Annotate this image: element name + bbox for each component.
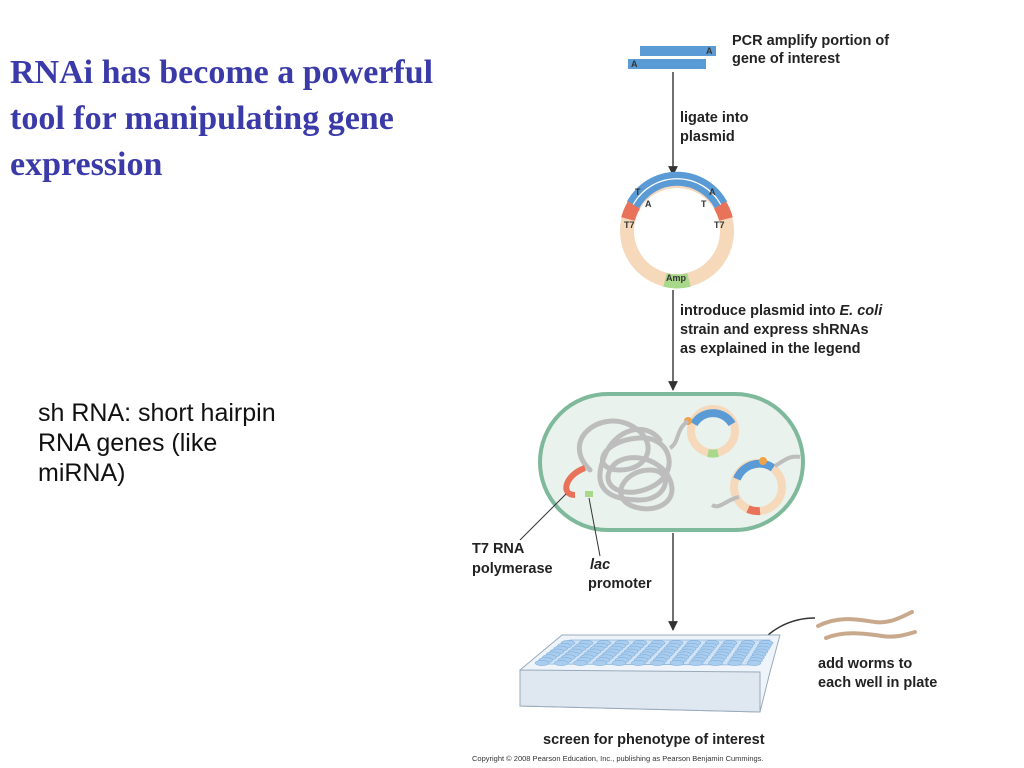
- plate-well: [631, 660, 646, 666]
- plate-wells: [534, 640, 774, 666]
- t7-promoter-left: [621, 201, 641, 221]
- add-worms-label: add worms to each well in plate: [818, 656, 937, 691]
- t7-promoter-right: [713, 201, 733, 221]
- subtitle-line-2: RNA genes (like: [38, 429, 218, 457]
- plate-well: [688, 660, 704, 666]
- ecoli-cell: [538, 392, 805, 532]
- subtitle-line-1: sh RNA: short hairpin: [38, 399, 276, 427]
- slide-title: RNAi has become a powerful tool for mani…: [10, 50, 520, 188]
- plate-well: [650, 660, 665, 666]
- plate-well: [708, 660, 723, 666]
- t7-polymerase-gene: [563, 465, 587, 498]
- lac-promoter-mark: [585, 491, 593, 497]
- dna-end-a-bottom: A: [631, 59, 638, 69]
- pcr-dna-fragment: A A: [628, 46, 716, 69]
- dna-bottom-strand: [628, 59, 706, 69]
- t7-polymerase-label: T7 RNA polymerase: [472, 541, 553, 577]
- plate-well: [669, 660, 685, 666]
- plate-well: [554, 660, 569, 666]
- plate-well: [592, 660, 608, 666]
- plasmid-t-right: T: [701, 199, 707, 209]
- plate-well: [573, 660, 588, 666]
- plasmid-amp: Amp: [666, 273, 687, 283]
- amp-marker: [663, 273, 691, 289]
- screen-label: screen for phenotype of interest: [543, 732, 765, 748]
- title-line-2: tool for manipulating gene: [10, 100, 394, 137]
- copyright-notice: Copyright © 2008 Pearson Education, Inc.…: [472, 754, 764, 763]
- plate-well: [534, 660, 550, 666]
- step1-label: PCR amplify portion of gene of interest: [732, 33, 893, 67]
- dna-end-a-top: A: [706, 46, 713, 56]
- title-line-3: expression: [10, 146, 163, 183]
- plasmid-t7-right: T7: [714, 220, 725, 230]
- plasmid-a-left: A: [645, 199, 652, 209]
- plasmid: T7 T7 Amp T A A T: [620, 171, 734, 289]
- plate-well: [727, 660, 742, 666]
- plasmid-a-right: A: [709, 187, 716, 197]
- plate-well: [746, 660, 762, 666]
- well-plate: [519, 634, 781, 713]
- bacterial-chromosome: [576, 418, 675, 512]
- subtitle-line-3: miRNA): [38, 459, 126, 487]
- plasmid-t7-left: T7: [624, 220, 635, 230]
- plasmid-t-left: T: [635, 187, 641, 197]
- shrna-definition: sh RNA: short hairpin RNA genes (like mi…: [38, 398, 378, 488]
- lac-promoter-label: lac promoter: [588, 557, 652, 592]
- worms: [816, 610, 917, 640]
- step3-label: introduce plasmid into E. coli strain an…: [680, 303, 886, 357]
- t7-leader-line: [519, 493, 567, 541]
- plate-well: [611, 660, 627, 666]
- title-line-1: RNAi has become a powerful: [10, 54, 434, 91]
- dna-top-strand: [640, 46, 716, 56]
- lac-leader-line: [588, 497, 601, 557]
- step2-label: ligate into plasmid: [680, 110, 753, 145]
